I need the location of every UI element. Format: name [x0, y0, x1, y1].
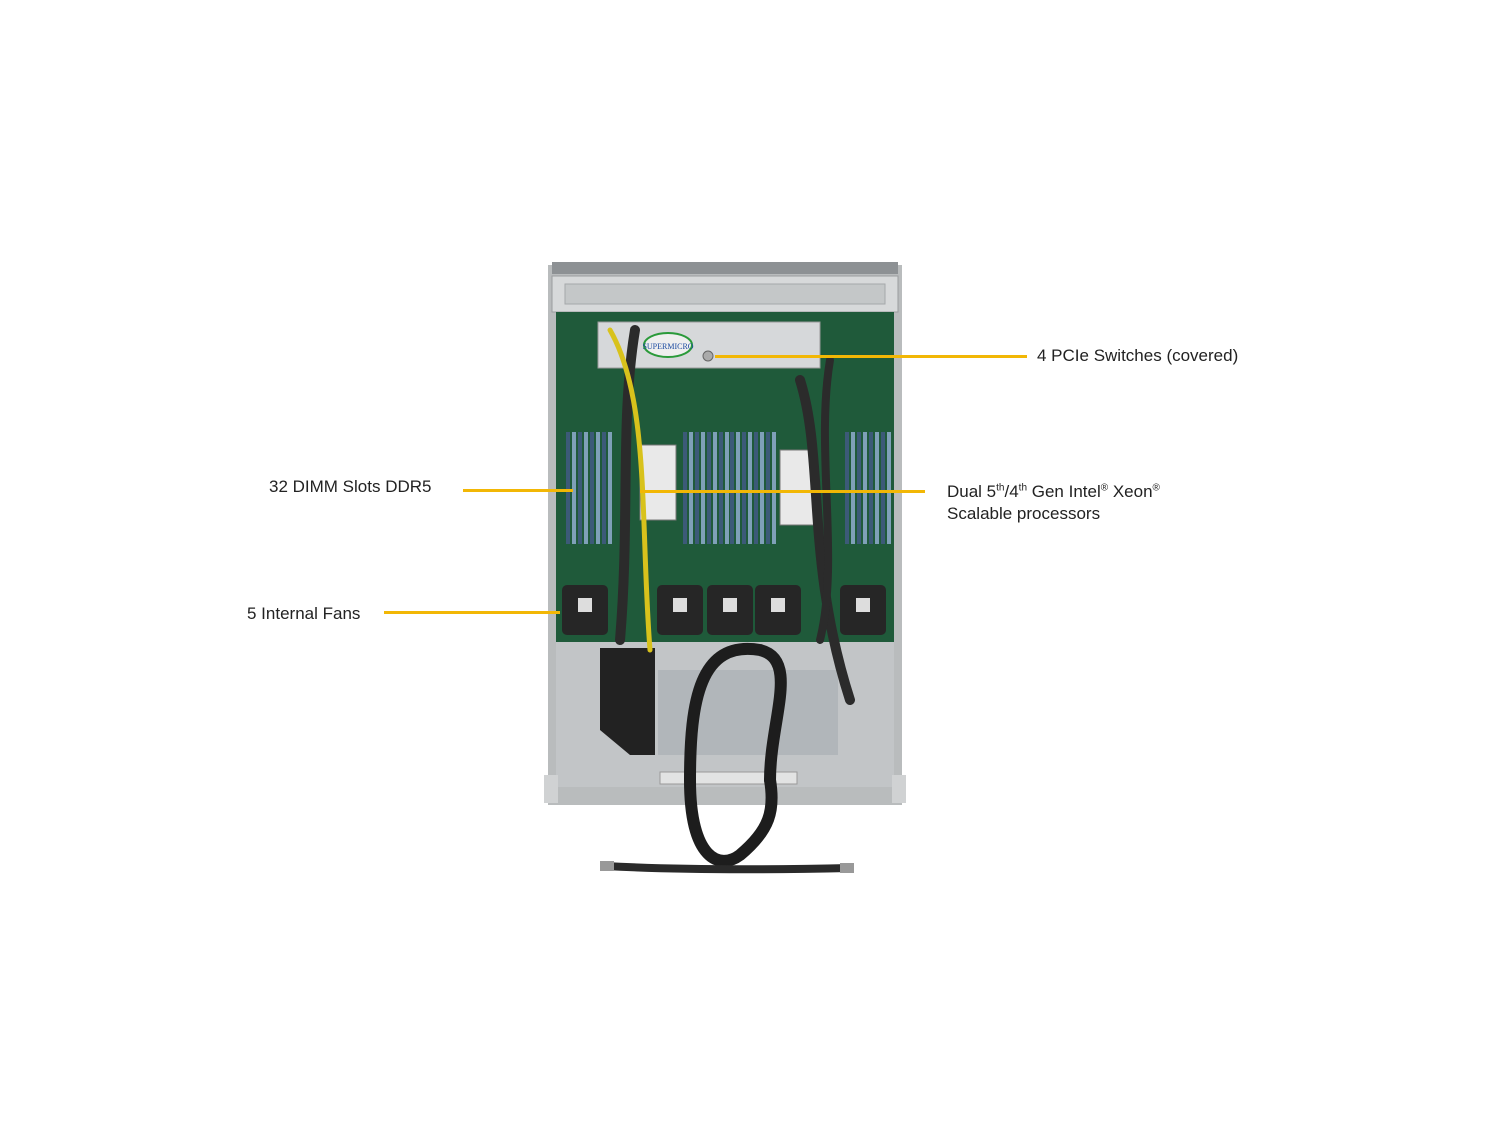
dimm-slot	[748, 432, 752, 544]
dimm-slot	[881, 432, 885, 544]
dimm-slot	[869, 432, 873, 544]
registered-mark: ®	[1100, 482, 1109, 494]
callout-dimm-slots: 32 DIMM Slots DDR5	[269, 477, 432, 496]
callout-processors-line2: Scalable processors	[947, 504, 1101, 523]
dimm-slot	[851, 432, 855, 544]
dimm-slot	[863, 432, 867, 544]
fan	[657, 585, 703, 635]
dimm-slot	[701, 432, 705, 544]
dimm-slot	[584, 432, 588, 544]
logo: SUPERMICRO	[642, 342, 693, 351]
dimm-slot	[713, 432, 717, 544]
dimm-slot	[857, 432, 861, 544]
sup: th	[1018, 482, 1028, 494]
dimm-slot	[887, 432, 891, 544]
dimm-slot	[602, 432, 606, 544]
dimm-slot	[707, 432, 711, 544]
dimm-slot	[730, 432, 734, 544]
dimm-slot	[689, 432, 693, 544]
leader-line-dimm	[463, 489, 573, 492]
text: Gen Intel	[1027, 482, 1101, 501]
text: Xeon	[1108, 482, 1153, 501]
dimm-slot	[875, 432, 879, 544]
fan	[840, 585, 886, 635]
dimm-slot	[845, 432, 849, 544]
dimm-slot	[683, 432, 687, 544]
dimm-slot	[725, 432, 729, 544]
fan	[562, 585, 608, 635]
dimm-slot	[596, 432, 600, 544]
dimm-slot	[608, 432, 612, 544]
leader-line-fans	[384, 611, 560, 614]
dimm-slot	[572, 432, 576, 544]
callout-processors-line1: Dual 5th/4th Gen Intel® Xeon®	[947, 481, 1160, 503]
sup: th	[996, 482, 1005, 494]
text: /4	[1004, 482, 1019, 501]
leader-line-cpu	[640, 490, 925, 493]
registered-mark: ®	[1152, 482, 1160, 494]
text: Dual 5	[947, 482, 997, 501]
dimm-slot	[578, 432, 582, 544]
dimm-slot	[590, 432, 594, 544]
dimm-slot	[719, 432, 723, 544]
dimm-slot	[566, 432, 570, 544]
dimm-slot	[772, 432, 776, 544]
callout-pcie-switches: 4 PCIe Switches (covered)	[1037, 346, 1239, 365]
callout-internal-fans: 5 Internal Fans	[247, 604, 361, 623]
dimm-slot	[760, 432, 764, 544]
cpu-socket-left	[639, 444, 677, 521]
dimm-slot	[736, 432, 740, 544]
dimm-slot	[742, 432, 746, 544]
fans	[562, 585, 886, 635]
leader-line-pcie	[715, 355, 1027, 358]
callout-processors: Dual 5th/4th Gen Intel® Xeon® Scalable p…	[947, 481, 1160, 525]
fan	[707, 585, 753, 635]
fan	[755, 585, 801, 635]
dimm-slot	[695, 432, 699, 544]
dimm-slots	[566, 432, 891, 544]
dimm-slot	[754, 432, 758, 544]
dimm-slot	[766, 432, 770, 544]
